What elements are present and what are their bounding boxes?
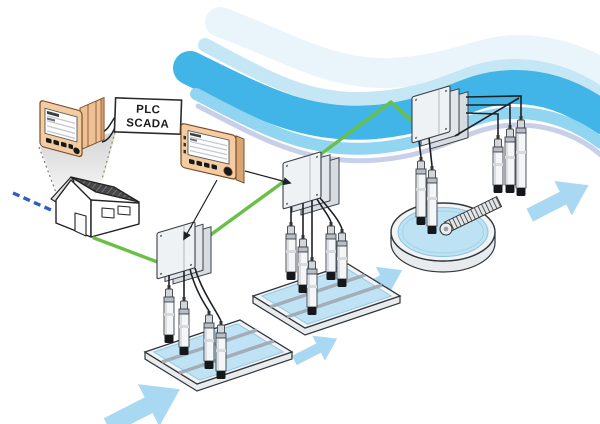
jb1-sensor-cables: [168, 267, 222, 322]
jb2-front-door: [282, 151, 322, 210]
sensor-probe: [163, 284, 175, 344]
circular-clarifier: [390, 195, 503, 273]
junction-box-2-group: [282, 151, 348, 316]
basin2-lane-divider-2: [286, 283, 383, 319]
callout-edge-left: [38, 146, 59, 199]
sensor-probe: [285, 221, 297, 281]
sensor-probe: [297, 234, 309, 294]
controller-buttons: [46, 137, 73, 150]
jb3-front-door: [411, 85, 451, 144]
wave-band-lightest: [205, 7, 600, 89]
sensor-probe: [415, 156, 427, 226]
basin2-lane-divider-1: [269, 273, 366, 309]
controller-front-panel: [39, 100, 83, 158]
controller2-buttons: [189, 159, 217, 170]
sensor-probe: [336, 228, 348, 288]
clarifier-inner-ring: [402, 210, 484, 254]
main-controller: [39, 96, 118, 158]
sensor-probe: [515, 115, 527, 197]
side-wall: [90, 199, 140, 238]
control-building: [50, 176, 140, 238]
sensor-probe: [178, 296, 190, 356]
junction-box-3: [411, 85, 469, 150]
sensor-probe: [203, 310, 215, 370]
aeration-basin-2: [251, 263, 402, 336]
basin1-to-basin2-flow-arrow: [288, 326, 344, 373]
water-wave-background: [173, 7, 600, 164]
building-door: [74, 212, 87, 237]
sensor-probe: [492, 134, 504, 194]
pointer-arrow-to-jb1: [183, 179, 218, 241]
callout-edge-right: [101, 131, 116, 180]
junction-box-3-group: [411, 85, 527, 235]
pointer-arrow-to-jb2: [244, 170, 292, 186]
plc-label: PLC: [136, 104, 161, 117]
junction-box-1-group: [156, 221, 227, 380]
label-box-frame: [113, 97, 183, 135]
controller2-knob: [223, 166, 233, 177]
controller2-side: [235, 135, 245, 184]
roof-right-face: [70, 176, 140, 203]
wave-band-light: [198, 38, 600, 106]
sensor-probe: [504, 124, 516, 194]
junction-box-2: [282, 151, 340, 216]
scada-label: SCADA: [126, 117, 169, 130]
building-window-1: [101, 207, 115, 219]
effluent-flow-arrow: [521, 168, 598, 233]
jb2-sensor-cables: [290, 197, 343, 257]
basin1-lane-divider-2: [178, 339, 275, 375]
sensor-probe: [426, 165, 438, 235]
building-window-2: [117, 205, 131, 216]
skimmer-pivot-hub: [443, 226, 449, 232]
controller-module-stack: [79, 96, 105, 151]
sensor-probe: [306, 256, 318, 316]
secondary-controller: [180, 123, 292, 241]
sensor-probe: [325, 221, 337, 281]
jb3-sensor-cables: [418, 95, 522, 167]
remote-link-dashed-line: [12, 191, 52, 212]
controller-knob: [73, 147, 80, 155]
plc-scada-label-box: PLC SCADA: [113, 97, 183, 135]
sensor-probe: [215, 320, 227, 380]
